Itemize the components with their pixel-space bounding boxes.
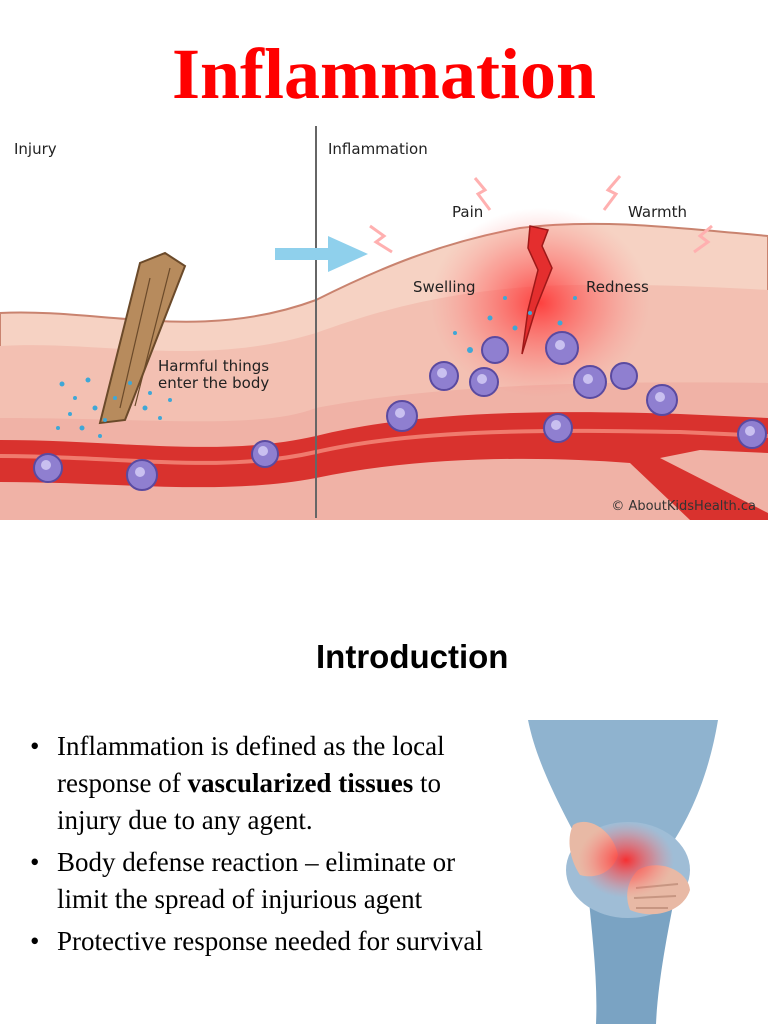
injury-panel-label: Injury xyxy=(14,140,57,158)
slide-title: Inflammation xyxy=(171,34,597,114)
diagram-illustration xyxy=(0,118,768,520)
bullet-item: Protective response needed for survival xyxy=(30,923,500,960)
bullet-bold-text: vascularized tissues xyxy=(187,768,414,798)
bullet-item: Inflammation is defined as the local res… xyxy=(30,728,500,839)
bullet-item: Body defense reaction – eliminate or lim… xyxy=(30,844,500,918)
bullet-list: Inflammation is defined as the local res… xyxy=(30,728,500,965)
harmful-caption-line-1: Harmful things xyxy=(158,357,270,375)
swelling-label: Swelling xyxy=(413,278,476,296)
bullet-text: to injury due to any agent. xyxy=(57,768,441,835)
splinter xyxy=(98,251,187,425)
sign-sparks xyxy=(369,175,713,254)
inflammation-diagram: Injury Inflammation Pain Warmth Swelling… xyxy=(0,118,768,520)
knee-illustration xyxy=(518,720,750,1024)
pain-label: Pain xyxy=(452,203,484,221)
bullet-text: Body defense reaction – eliminate or lim… xyxy=(57,847,456,914)
inflammation-panel-label: Inflammation xyxy=(328,140,428,158)
warmth-label: Warmth xyxy=(628,203,687,221)
image-credit: © AboutKidsHealth.ca xyxy=(611,499,756,514)
bullet-text: Protective response needed for survival xyxy=(57,926,483,956)
transition-arrow xyxy=(275,236,368,272)
section-heading: Introduction xyxy=(316,638,509,675)
cell-nuclei xyxy=(41,340,755,477)
knee-pain-glow xyxy=(578,822,674,898)
blood-vessel xyxy=(0,412,768,520)
harmful-caption-line-2: enter the body xyxy=(158,374,270,392)
wound-crack xyxy=(521,225,553,355)
knee-pain-photo xyxy=(518,720,750,1024)
redness-label: Redness xyxy=(586,278,649,296)
bullet-text: Inflammation is defined as the local res… xyxy=(57,731,445,798)
